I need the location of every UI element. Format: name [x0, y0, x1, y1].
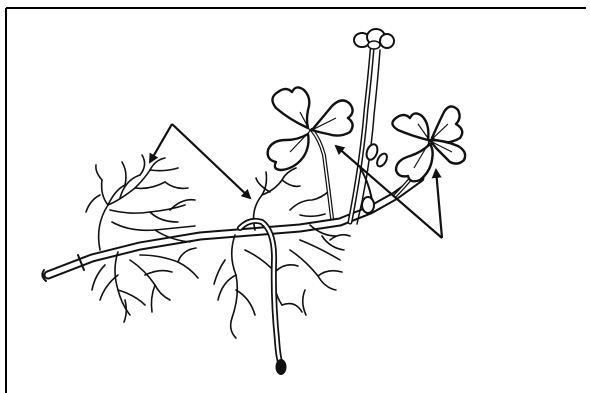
arrow-to-right-floating-leaf — [436, 170, 442, 238]
petiole-left — [312, 130, 332, 218]
arrow-to-left-dissected-leaf — [150, 124, 172, 162]
arrow-to-middle-dissected-leaf — [172, 124, 250, 198]
flower-stalk — [350, 29, 394, 224]
trifoliate-leaf-left — [268, 87, 353, 170]
trifoliate-leaf-right — [392, 106, 465, 181]
root — [240, 221, 287, 375]
arrows-dissected-leaves — [150, 124, 250, 198]
